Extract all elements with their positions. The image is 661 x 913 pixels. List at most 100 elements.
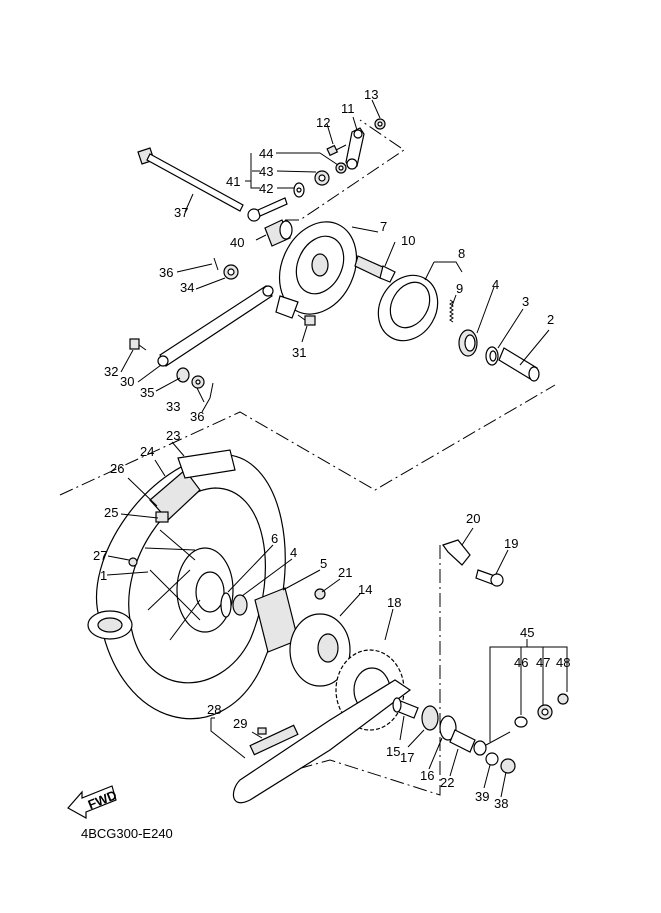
diagram-code: 4BCG300-E240 (81, 826, 173, 841)
part-27-spoke-nipple (128, 557, 138, 567)
part-38-nut (500, 758, 516, 774)
part-8-brake-shoe-kit (377, 274, 439, 342)
part-16-oil-seal (439, 715, 457, 741)
part-19-bolt (475, 569, 504, 587)
part-23-tire-tread (177, 449, 236, 479)
part-47-nut (537, 704, 553, 720)
callout-24: 24 (140, 444, 154, 459)
callout-9: 9 (456, 281, 463, 296)
callout-11: 11 (341, 101, 355, 116)
callout-6: 6 (271, 531, 278, 546)
part-7-brake-shoe-plate (275, 221, 358, 319)
callout-17: 17 (400, 750, 414, 765)
callout-16: 16 (420, 768, 434, 783)
part-35-washer (176, 367, 190, 383)
callout-18: 18 (387, 595, 401, 610)
fwd-arrow-icon: FWD (67, 785, 119, 820)
callout-19: 19 (504, 536, 518, 551)
leader-lines (106, 99, 568, 798)
part-39-washer (485, 752, 499, 766)
part-17-bearing (421, 705, 439, 731)
part-13-nut (374, 118, 386, 130)
part-31-bolt (297, 314, 316, 326)
part-4-bearing (458, 329, 478, 357)
callout-7: 7 (380, 219, 387, 234)
callout-35: 35 (140, 385, 154, 400)
fwd-label: FWD (86, 787, 119, 812)
callout-22: 22 (440, 775, 454, 790)
part-37-axle (137, 147, 244, 212)
callout-26: 26 (110, 461, 124, 476)
part-9-spring (449, 299, 454, 323)
callout-32: 32 (104, 364, 118, 379)
part-29-joint (257, 727, 267, 735)
callout-3: 3 (522, 294, 529, 309)
callout-27: 27 (93, 548, 107, 563)
callout-41: 41 (226, 174, 240, 189)
part-6-oil-seal (220, 592, 232, 618)
part-12-bolt (326, 144, 347, 157)
part-28-chain (232, 679, 412, 804)
part-11-cam-lever (345, 127, 365, 170)
callout-39: 39 (475, 789, 489, 804)
part-10-camshaft (354, 255, 396, 283)
part-2-spacer (498, 347, 540, 382)
callout-4-hub: 4 (290, 545, 297, 560)
part-43-nut (314, 170, 330, 186)
callout-21: 21 (338, 565, 352, 580)
callout-47: 47 (536, 655, 550, 670)
part-42-washer (293, 182, 305, 198)
callout-38: 38 (494, 796, 508, 811)
callout-40: 40 (230, 235, 244, 250)
part-41-bolt (247, 197, 288, 222)
part-46-washer (514, 716, 528, 728)
part-1-wheel-tire (87, 454, 286, 720)
callout-8: 8 (458, 246, 465, 261)
part-45-adjusting-bolt (473, 731, 511, 756)
part-30-tension-bar (157, 285, 274, 367)
callout-36-lower: 36 (190, 409, 204, 424)
callout-1: 1 (100, 568, 107, 583)
part-48-nut (557, 693, 569, 705)
callout-14: 14 (358, 582, 372, 597)
callout-44: 44 (259, 146, 273, 161)
callout-10: 10 (401, 233, 415, 248)
part-22-spacer (449, 729, 476, 753)
callout-29: 29 (233, 716, 247, 731)
callout-34: 34 (180, 280, 194, 295)
callout-4-upper: 4 (492, 277, 499, 292)
part-14-clutch-hub (289, 613, 351, 687)
part-34-nut (223, 264, 239, 280)
callout-20: 20 (466, 511, 480, 526)
part-25-valve (155, 511, 169, 523)
callout-36-upper: 36 (159, 265, 173, 280)
callout-37: 37 (174, 205, 188, 220)
callout-33: 33 (166, 399, 180, 414)
callout-12: 12 (316, 115, 330, 130)
callout-30: 30 (120, 374, 134, 389)
callout-25: 25 (104, 505, 118, 520)
part-32-bolt (129, 338, 147, 351)
part-33-nut (191, 375, 205, 389)
part-40-collar (264, 219, 293, 247)
part-15-collar (392, 697, 419, 719)
part-44-nut (335, 162, 347, 174)
callout-31: 31 (292, 345, 306, 360)
callout-5: 5 (320, 556, 327, 571)
part-36-cotter-pin (213, 257, 219, 271)
callout-45: 45 (520, 625, 534, 640)
callout-23: 23 (166, 428, 180, 443)
part-20-chain-puller (442, 539, 471, 566)
assembly-guide-lines (59, 119, 556, 796)
callout-13: 13 (364, 87, 378, 102)
callout-15: 15 (386, 744, 400, 759)
callout-28: 28 (207, 702, 221, 717)
callout-2: 2 (547, 312, 554, 327)
callout-48: 48 (556, 655, 570, 670)
callout-42: 42 (259, 181, 273, 196)
part-36-cotter-pin-lower (209, 382, 214, 399)
callout-46: 46 (514, 655, 528, 670)
callout-43: 43 (259, 164, 273, 179)
part-4-bearing-hub (232, 594, 248, 616)
